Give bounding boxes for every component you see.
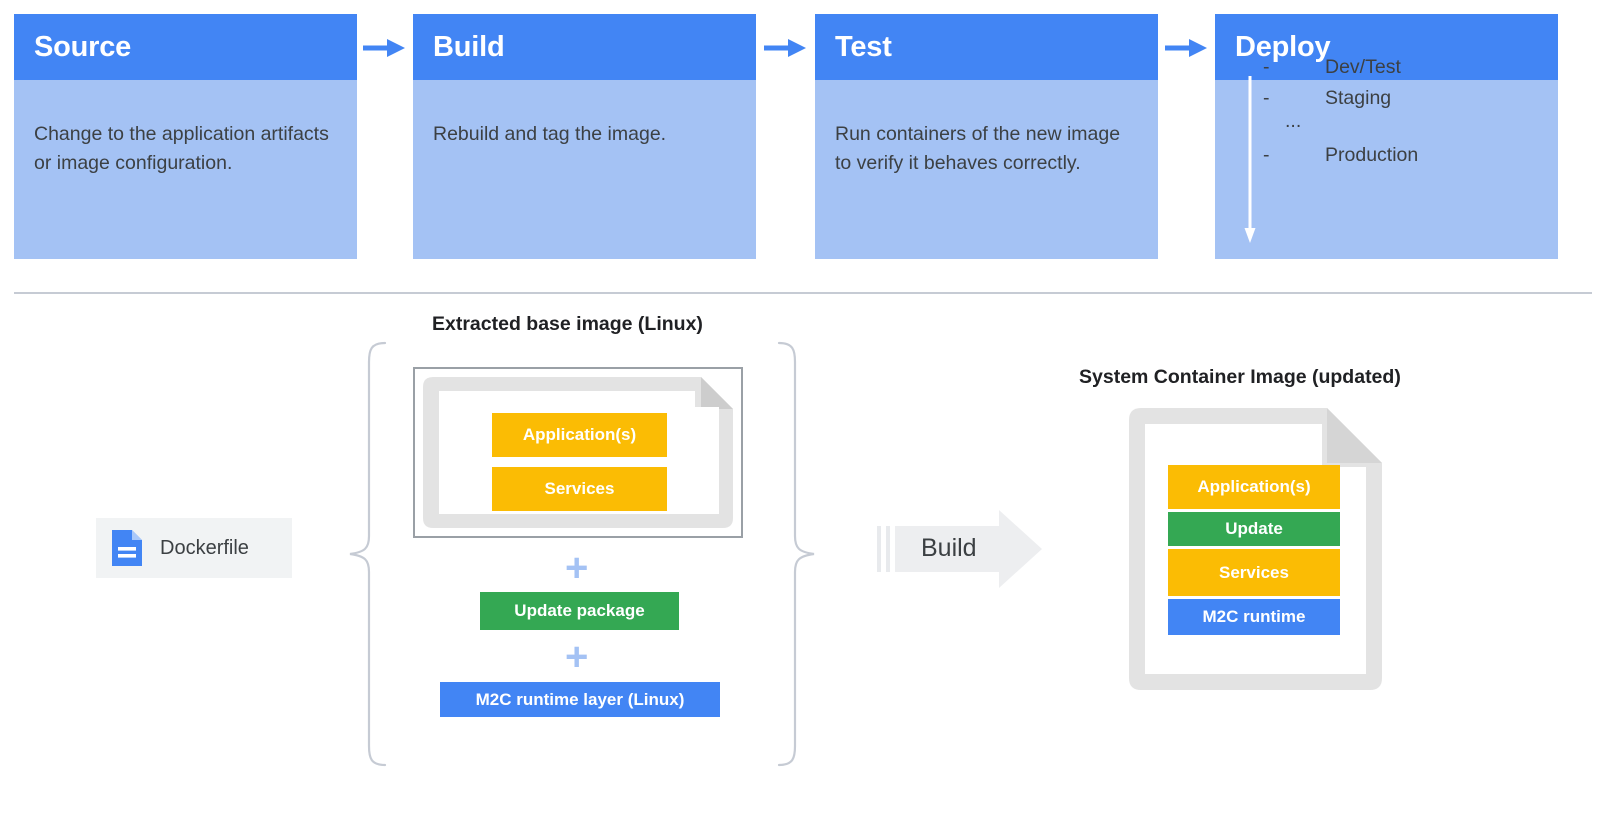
stage-title-deploy: Deploy	[1235, 31, 1331, 63]
deploy-label-dev-test: Dev/Test	[1325, 56, 1401, 78]
dockerfile-document-icon	[110, 528, 144, 568]
stage-header-test: Test	[815, 14, 1158, 80]
output-layer-services-label: Services	[1219, 562, 1289, 582]
plus-icon-1: +	[565, 546, 589, 590]
base-layer-services: Services	[492, 467, 667, 511]
deploy-list-item: - Dev/Test	[1263, 52, 1533, 83]
brace-left	[345, 340, 389, 773]
deploy-list-ellipsis: ...	[1285, 110, 1302, 132]
deploy-dash: -	[1263, 144, 1270, 166]
brace-right	[775, 340, 819, 773]
build-arrow: Build	[877, 510, 1042, 588]
output-layer-update-label: Update	[1225, 519, 1283, 538]
output-layer-applications-label: Application(s)	[1197, 477, 1311, 496]
stage-header-source: Source	[14, 14, 357, 80]
build-arrow-icon	[877, 510, 1042, 588]
stage-title-build: Build	[433, 31, 505, 63]
stage-body-build: Rebuild and tag the image.	[413, 80, 756, 259]
base-layer-services-label: Services	[544, 479, 615, 498]
caption-system-container-image: System Container Image (updated)	[1079, 366, 1401, 388]
caption-extracted-base-image: Extracted base image (Linux)	[432, 313, 703, 335]
stage-description-build: Rebuild and tag the image.	[433, 123, 667, 145]
base-layer-applications-label: Application(s)	[522, 425, 637, 444]
stage-body-deploy	[1215, 80, 1558, 259]
plus-icon-2: +	[565, 635, 589, 679]
arrow-source-to-build	[363, 38, 405, 58]
stage-description-test: Run containers of the new image to verif…	[835, 123, 1121, 174]
deploy-list-item: - Staging	[1263, 83, 1533, 114]
stage-header-build: Build	[413, 14, 756, 80]
output-layer-m2c-runtime-label: M2C runtime	[1202, 607, 1306, 626]
section-divider	[14, 292, 1592, 294]
extracted-base-image-frame: Application(s) Services	[413, 367, 743, 538]
pipeline-stage-test: Test Run containers of the new image to …	[815, 14, 1158, 259]
arrow-build-to-test	[764, 38, 806, 58]
deploy-list-item: - Production	[1263, 140, 1533, 171]
arrow-test-to-deploy	[1165, 38, 1207, 58]
stage-header-deploy: Deploy	[1215, 14, 1558, 80]
dockerfile-label: Dockerfile	[160, 536, 249, 559]
deploy-label-production: Production	[1325, 144, 1419, 166]
output-layer-applications: Application(s)	[1168, 465, 1340, 509]
deploy-environment-list: - Dev/Test - Staging ... - Production	[1263, 52, 1533, 171]
deploy-dash: -	[1263, 56, 1270, 78]
deploy-dash: -	[1263, 87, 1270, 109]
update-package-label: Update package	[514, 601, 645, 620]
output-layer-m2c-runtime: M2C runtime	[1168, 599, 1340, 635]
deploy-flow-arrow-icon	[1243, 76, 1257, 244]
pipeline-stage-deploy: Deploy - Dev/Test - Staging ... - Produc…	[1215, 14, 1558, 259]
m2c-runtime-layer-label: M2C runtime layer (Linux)	[475, 689, 685, 709]
output-layer-services: Services	[1168, 549, 1340, 596]
stage-title-source: Source	[34, 31, 132, 63]
stage-description-source: Change to the application artifacts or i…	[34, 123, 329, 174]
pipeline-stage-source: Source Change to the application artifac…	[14, 14, 357, 259]
base-layer-applications: Application(s)	[492, 413, 667, 457]
output-layer-update: Update	[1168, 512, 1340, 546]
dockerfile-chip[interactable]: Dockerfile	[96, 518, 292, 578]
m2c-runtime-layer-box: M2C runtime layer (Linux)	[440, 682, 720, 717]
stage-body-test: Run containers of the new image to verif…	[815, 80, 1158, 259]
deploy-label-staging: Staging	[1325, 87, 1392, 109]
update-package-box: Update package	[480, 592, 679, 630]
stage-body-source: Change to the application artifacts or i…	[14, 80, 357, 259]
build-arrow-label: Build	[921, 534, 977, 562]
stage-title-test: Test	[835, 31, 892, 63]
pipeline-stage-build: Build Rebuild and tag the image.	[413, 14, 756, 259]
